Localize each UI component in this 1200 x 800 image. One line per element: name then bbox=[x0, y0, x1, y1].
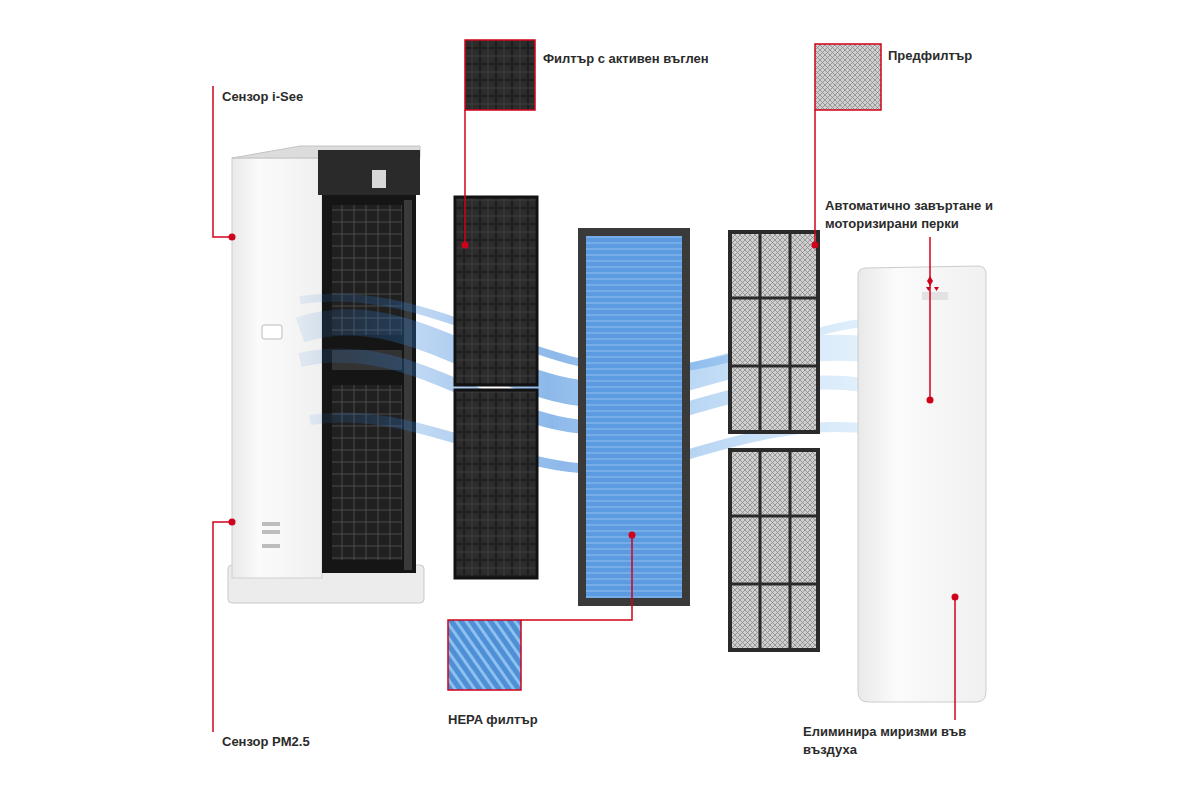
purifier-body bbox=[228, 146, 424, 603]
brand-logo bbox=[926, 276, 939, 291]
hepa-inset bbox=[448, 620, 521, 690]
callout-label: Автоматично завъртане и моторизирани пер… bbox=[825, 197, 1003, 232]
side-panel bbox=[232, 158, 322, 578]
leader-dot bbox=[952, 594, 959, 601]
callout-label: Филтър с активен въглен bbox=[543, 50, 709, 68]
sensor-slot bbox=[262, 522, 280, 526]
leader-line bbox=[521, 537, 632, 620]
hepa-filter bbox=[578, 228, 690, 606]
prefilter bbox=[730, 232, 818, 432]
inner-cavity bbox=[322, 195, 416, 573]
callout-label: Сензор i-See bbox=[222, 88, 303, 106]
prefilters bbox=[730, 232, 818, 650]
leader-dot bbox=[812, 242, 819, 249]
hepa-frame bbox=[578, 228, 690, 606]
sensor-slot bbox=[262, 530, 280, 534]
leader-line bbox=[814, 110, 816, 245]
leader-dots bbox=[229, 234, 959, 601]
callout-label: Елиминира миризми във въздуха bbox=[803, 723, 971, 758]
prefilter-inset bbox=[815, 44, 881, 110]
front-panel bbox=[858, 266, 986, 702]
panel-cover bbox=[858, 266, 986, 702]
carbon-inset bbox=[465, 40, 535, 110]
panel-slot bbox=[922, 292, 948, 300]
leader-dot bbox=[629, 532, 636, 539]
sensor-slot bbox=[262, 544, 280, 548]
leader-dot bbox=[927, 397, 934, 404]
control-panel bbox=[318, 150, 420, 195]
handle bbox=[262, 325, 282, 339]
leader-line bbox=[464, 110, 466, 245]
prefilter bbox=[730, 450, 818, 650]
leader-dot bbox=[229, 519, 236, 526]
hepa-media bbox=[586, 236, 682, 598]
leader-line bbox=[954, 597, 956, 720]
carbon-filter bbox=[455, 390, 537, 578]
sensor-window bbox=[372, 170, 386, 188]
leader-lines bbox=[213, 86, 955, 732]
detail-insets bbox=[448, 40, 881, 690]
carbon-filter bbox=[455, 197, 537, 385]
inner-grid bbox=[332, 385, 402, 560]
inner-rail bbox=[404, 200, 412, 570]
leader-line bbox=[929, 237, 931, 400]
prefilter-frame bbox=[730, 450, 818, 650]
leader-line bbox=[213, 522, 232, 732]
carbon-filters bbox=[455, 197, 537, 578]
prefilter-frame bbox=[730, 232, 818, 432]
callout-label: Предфилтър bbox=[888, 47, 972, 65]
leader-dot bbox=[229, 234, 236, 241]
leader-dot bbox=[462, 242, 469, 249]
leader-line bbox=[213, 86, 232, 237]
callout-label: Сензор PM2.5 bbox=[222, 733, 310, 751]
callout-label: HEPA филтър bbox=[448, 711, 538, 729]
